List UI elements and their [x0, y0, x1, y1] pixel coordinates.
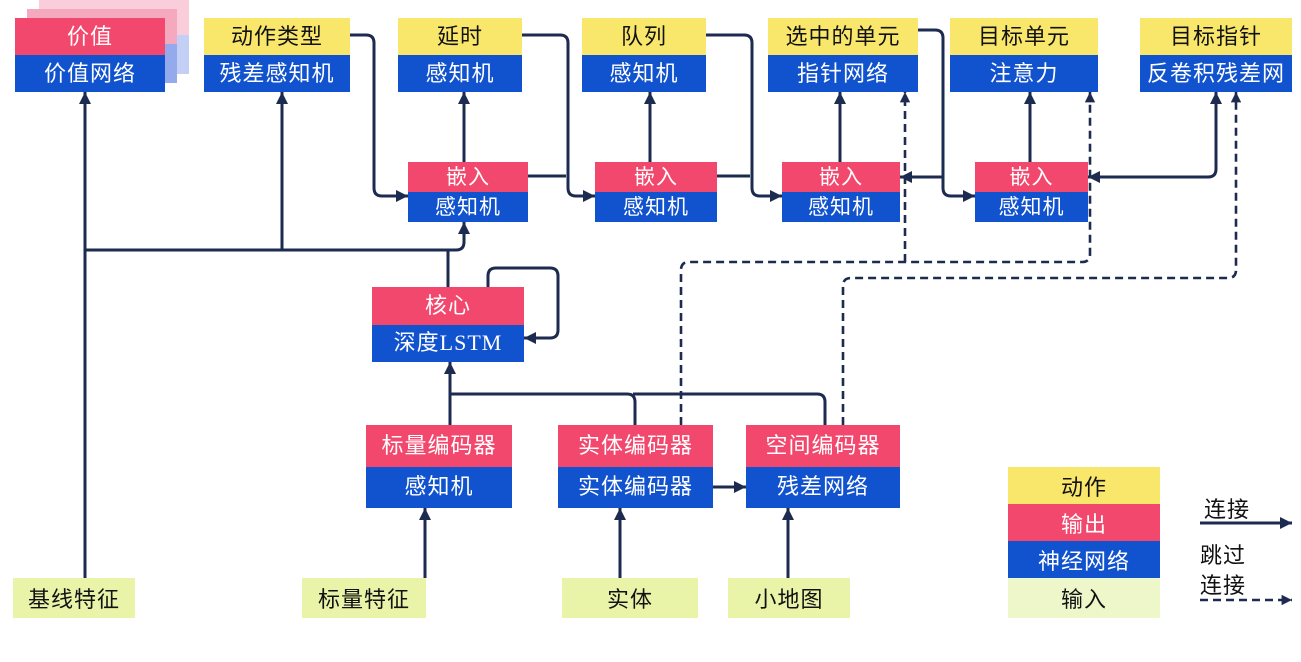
node-core: 核心 深度LSTM — [372, 287, 524, 362]
node-embed2-network: 感知机 — [595, 192, 717, 222]
node-entity-encoder-output: 实体编码器 — [558, 425, 713, 467]
edge-actiontype-to-embed1 — [350, 33, 408, 202]
legend-skip-label-line1: 跳过 — [1200, 543, 1247, 568]
legend-input-swatch: 输入 — [1008, 578, 1160, 618]
node-action-type-action: 动作类型 — [204, 18, 350, 55]
legend-output-swatch: 输出 — [1008, 504, 1160, 541]
node-scalar-features: 标量特征 — [302, 578, 426, 618]
legend-skip-label-line2: 连接 — [1200, 573, 1247, 598]
node-queue-action: 队列 — [582, 18, 706, 55]
node-scalar-encoder-output: 标量编码器 — [366, 425, 512, 467]
node-embed4-output: 嵌入 — [975, 162, 1088, 192]
node-value-network: 价值网络 — [15, 55, 165, 92]
node-action-type: 动作类型 残差感知机 — [204, 18, 350, 92]
node-value-output: 价值 — [15, 18, 165, 55]
node-embed2-output: 嵌入 — [595, 162, 717, 192]
node-delay-network: 感知机 — [398, 55, 522, 92]
skip-entityenc-to-attention — [679, 92, 1096, 425]
node-target-unit: 目标单元 注意力 — [950, 18, 1098, 92]
node-spatial-encoder: 空间编码器 残差网络 — [746, 425, 900, 508]
node-queue-network: 感知机 — [582, 55, 706, 92]
node-core-network: 深度LSTM — [372, 324, 524, 362]
node-selected-units-action: 选中的单元 — [768, 18, 918, 55]
node-embed1-network: 感知机 — [408, 192, 528, 222]
node-delay: 延时 感知机 — [398, 18, 522, 92]
node-embed4-network: 感知机 — [975, 192, 1088, 222]
legend-network-swatch: 神经网络 — [1008, 541, 1160, 578]
node-delay-action: 延时 — [398, 18, 522, 55]
edge-delay-to-embed2 — [522, 33, 595, 202]
node-target-unit-action: 目标单元 — [950, 18, 1098, 55]
node-spatial-encoder-output: 空间编码器 — [746, 425, 900, 467]
legend-action-swatch: 动作 — [1008, 467, 1160, 504]
node-selected-units: 选中的单元 指针网络 — [768, 18, 918, 92]
skip-spatialenc-to-deconv — [841, 92, 1242, 425]
node-minimap: 小地图 — [728, 578, 850, 618]
node-queue: 队列 感知机 — [582, 18, 706, 92]
node-target-point: 目标指针 反卷积残差网 — [1140, 18, 1292, 92]
node-embed1-output: 嵌入 — [408, 162, 528, 192]
edge-spatialenc-to-bus — [633, 392, 827, 425]
node-baseline-features: 基线特征 — [13, 578, 135, 618]
node-entity-encoder: 实体编码器 实体编码器 — [558, 425, 713, 508]
node-target-unit-network: 注意力 — [950, 55, 1098, 92]
node-embed3: 嵌入 感知机 — [782, 162, 900, 222]
node-scalar-encoder: 标量编码器 感知机 — [366, 425, 512, 508]
edge-bus-to-embed1 — [85, 222, 470, 252]
node-target-point-network: 反卷积残差网 — [1140, 55, 1292, 92]
node-embed2: 嵌入 感知机 — [595, 162, 717, 222]
node-value: 价值 价值网络 — [15, 18, 165, 92]
node-embed3-network: 感知机 — [782, 192, 900, 222]
node-target-point-action: 目标指针 — [1140, 18, 1292, 55]
node-embed1: 嵌入 感知机 — [408, 162, 528, 222]
edge-selected-to-embed4 — [918, 28, 975, 202]
edge-embed4-to-deconv — [1088, 92, 1222, 183]
legend-solid-label: 连接 — [1204, 497, 1251, 522]
node-selected-units-network: 指针网络 — [768, 55, 918, 92]
node-spatial-encoder-network: 残差网络 — [746, 466, 900, 508]
node-embed4: 嵌入 感知机 — [975, 162, 1088, 222]
edge-queue-to-embed3 — [706, 33, 782, 202]
node-embed3-output: 嵌入 — [782, 162, 900, 192]
node-action-type-network: 残差感知机 — [204, 55, 350, 92]
node-entity-encoder-network: 实体编码器 — [558, 466, 713, 508]
edge-core-self-loop — [486, 266, 560, 344]
node-entities: 实体 — [562, 578, 698, 618]
node-core-output: 核心 — [372, 287, 524, 325]
edge-entityenc-to-bus — [450, 392, 637, 425]
node-scalar-encoder-network: 感知机 — [366, 466, 512, 508]
